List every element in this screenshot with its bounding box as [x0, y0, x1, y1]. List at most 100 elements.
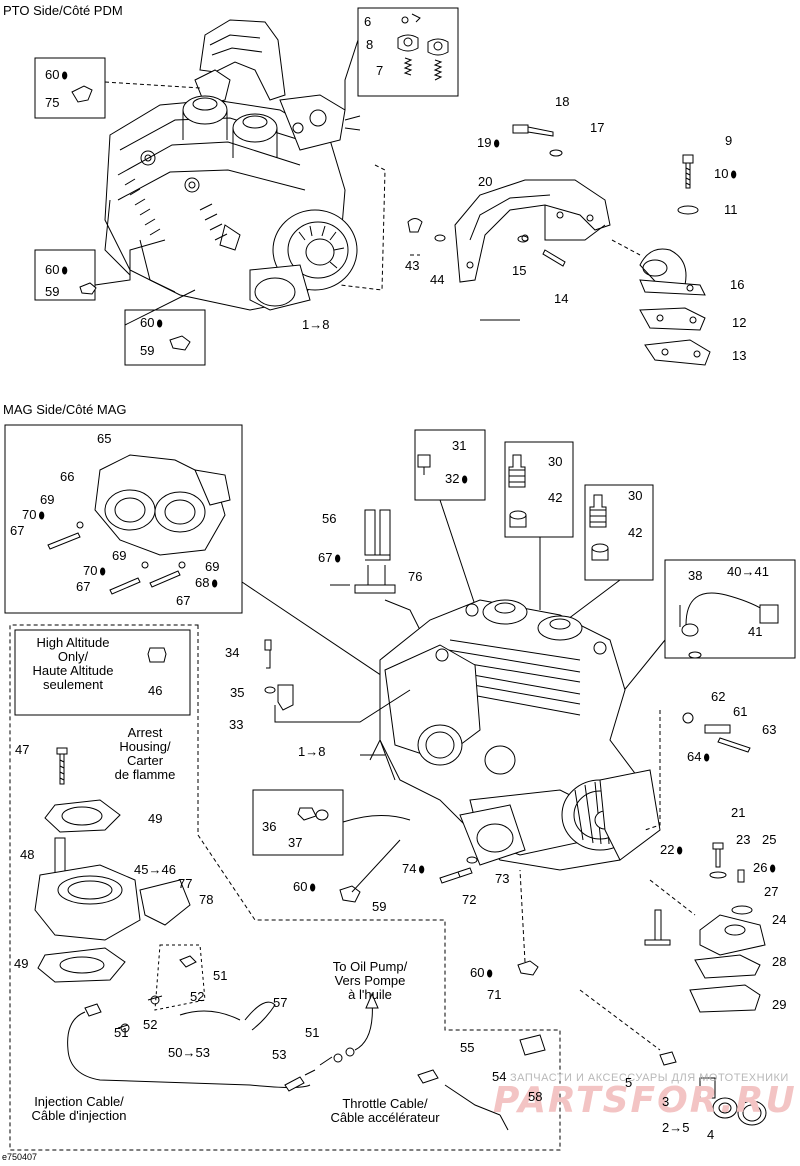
callout-number: 6 — [364, 14, 372, 29]
callout-number: 8 — [366, 37, 374, 52]
callout-c8a: 8 — [366, 38, 373, 52]
callout-c71: 71 — [487, 988, 501, 1002]
callout-c27: 27 — [764, 885, 778, 899]
part-3 — [699, 1077, 716, 1099]
callout-number: 26 — [753, 860, 768, 875]
callout-c30a: 30 — [548, 455, 562, 469]
callout-c73: 73 — [495, 872, 509, 886]
part-5 — [659, 1051, 677, 1066]
callout-number: 17 — [590, 120, 605, 135]
callout-number: 43 — [405, 258, 420, 273]
callout-c43: 43 — [405, 259, 419, 273]
callout-number: 51 — [213, 968, 228, 983]
detail-box-36-37 — [252, 789, 344, 856]
heat-shield-56-76 — [330, 509, 396, 594]
callout-number: 54 — [492, 1069, 507, 1084]
callout-c74: 74⬮ — [402, 862, 425, 878]
pto-leader-lines — [94, 39, 520, 326]
shim-12 — [639, 307, 706, 331]
callout-c28: 28 — [772, 955, 786, 969]
arrest-housing-note: Arrest Housing/ Carter de flamme — [114, 725, 176, 782]
callout-number: 34 — [225, 645, 240, 660]
callout-number: 59 — [140, 343, 155, 358]
watermark-text: ЗАПЧАСТИ И АКСЕССУАРЫ ДЛЯ МОТОТЕХНИКИ — [510, 1072, 789, 1084]
callout-number: 33 — [229, 717, 244, 732]
carb-stack — [34, 747, 191, 983]
part-58 — [519, 1034, 546, 1056]
callout-number: 11 — [724, 202, 738, 217]
callout-c60e: 60⬮ — [470, 966, 493, 982]
callout-c42a: 42 — [548, 491, 562, 505]
cylinder-65-66 — [94, 454, 231, 556]
callout-number: 30 — [548, 454, 563, 469]
callout-c5: 5 — [625, 1076, 632, 1090]
callout-c10: 10⬮ — [714, 167, 737, 183]
callout-number: 37 — [288, 835, 303, 850]
to-oil-pump-note: To Oil Pump/ Vers Pompe à l'huile — [332, 959, 408, 1002]
callout-number: 52 — [143, 1017, 158, 1032]
callout-c72: 72 — [462, 893, 476, 907]
oil-drop-icon: ⬮ — [38, 511, 45, 522]
callout-number: 58 — [528, 1089, 543, 1104]
callout-c70a: 70⬮ — [22, 508, 45, 524]
callout-c44: 44 — [430, 273, 444, 287]
callout-c41: 41 — [748, 625, 762, 639]
callout-number: 1→8 — [298, 744, 326, 759]
callout-c61: 61 — [733, 705, 747, 719]
callout-number: 24 — [772, 912, 787, 927]
callout-c40: 40→41 — [727, 565, 769, 579]
callout-c51a: 51 — [213, 969, 227, 983]
oil-drop-icon: ⬮ — [493, 139, 500, 150]
callout-number: 12 — [732, 315, 747, 330]
callout-c42b: 42 — [628, 526, 642, 540]
partsfor-logo: PARTSFOR.RU — [493, 1080, 797, 1121]
bolt-63 — [717, 737, 751, 753]
callout-c14: 14 — [554, 292, 568, 306]
callout-c37: 37 — [288, 836, 302, 850]
oil-drop-icon: ⬮ — [418, 865, 425, 876]
callout-number: 30 — [628, 488, 643, 503]
callout-c22: 22⬮ — [660, 843, 683, 859]
callout-c18: 18 — [555, 95, 569, 109]
callout-number: 3 — [662, 1094, 670, 1109]
callout-c68: 68⬮ — [195, 576, 218, 592]
callout-number: 45→46 — [134, 862, 176, 877]
detail-box-6-8 — [357, 7, 459, 97]
bolt-18 — [512, 124, 554, 137]
callout-c18b: 1→8 — [302, 318, 329, 332]
callout-number: 51 — [114, 1025, 129, 1040]
mag-mount-21-29 — [644, 842, 766, 1013]
callout-number: 75 — [45, 95, 60, 110]
callout-c60a: 60⬮ — [45, 68, 68, 84]
callout-number: 51 — [305, 1025, 320, 1040]
high-altitude-note: High Altitude Only/ Haute Altitude seule… — [32, 635, 114, 692]
callout-number: 59 — [372, 899, 387, 914]
detail-box-cylinder — [4, 424, 243, 614]
callout-number: 13 — [732, 348, 747, 363]
callout-number: 22 — [660, 842, 675, 857]
callout-number: 67 — [176, 593, 191, 608]
detail-box-60-59-b — [124, 309, 206, 366]
nuts-springs-6-8 — [397, 13, 449, 81]
callout-c60d: 60⬮ — [293, 880, 316, 896]
callout-number: 61 — [733, 704, 748, 719]
callout-number: 35 — [230, 685, 245, 700]
callout-c25b: 2→5 — [662, 1121, 689, 1135]
detail-box-60-75 — [34, 57, 106, 119]
callout-number: 44 — [430, 272, 445, 287]
callout-number: 40→41 — [727, 564, 769, 579]
bracket-33 — [277, 684, 294, 711]
mag-side-heading: MAG Side/Côté MAG — [3, 402, 127, 417]
callout-number: 9 — [725, 133, 733, 148]
callout-number: 27 — [764, 884, 779, 899]
oil-drop-icon: ⬮ — [61, 71, 68, 82]
callout-c31: 31 — [452, 439, 466, 453]
callout-c25: 25 — [762, 833, 776, 847]
callout-number: 72 — [462, 892, 477, 907]
callout-c7a: 7 — [376, 64, 383, 78]
oil-drop-icon: ⬮ — [461, 475, 468, 486]
oil-drop-icon: ⬮ — [99, 567, 106, 578]
callout-number: 48 — [20, 847, 35, 862]
